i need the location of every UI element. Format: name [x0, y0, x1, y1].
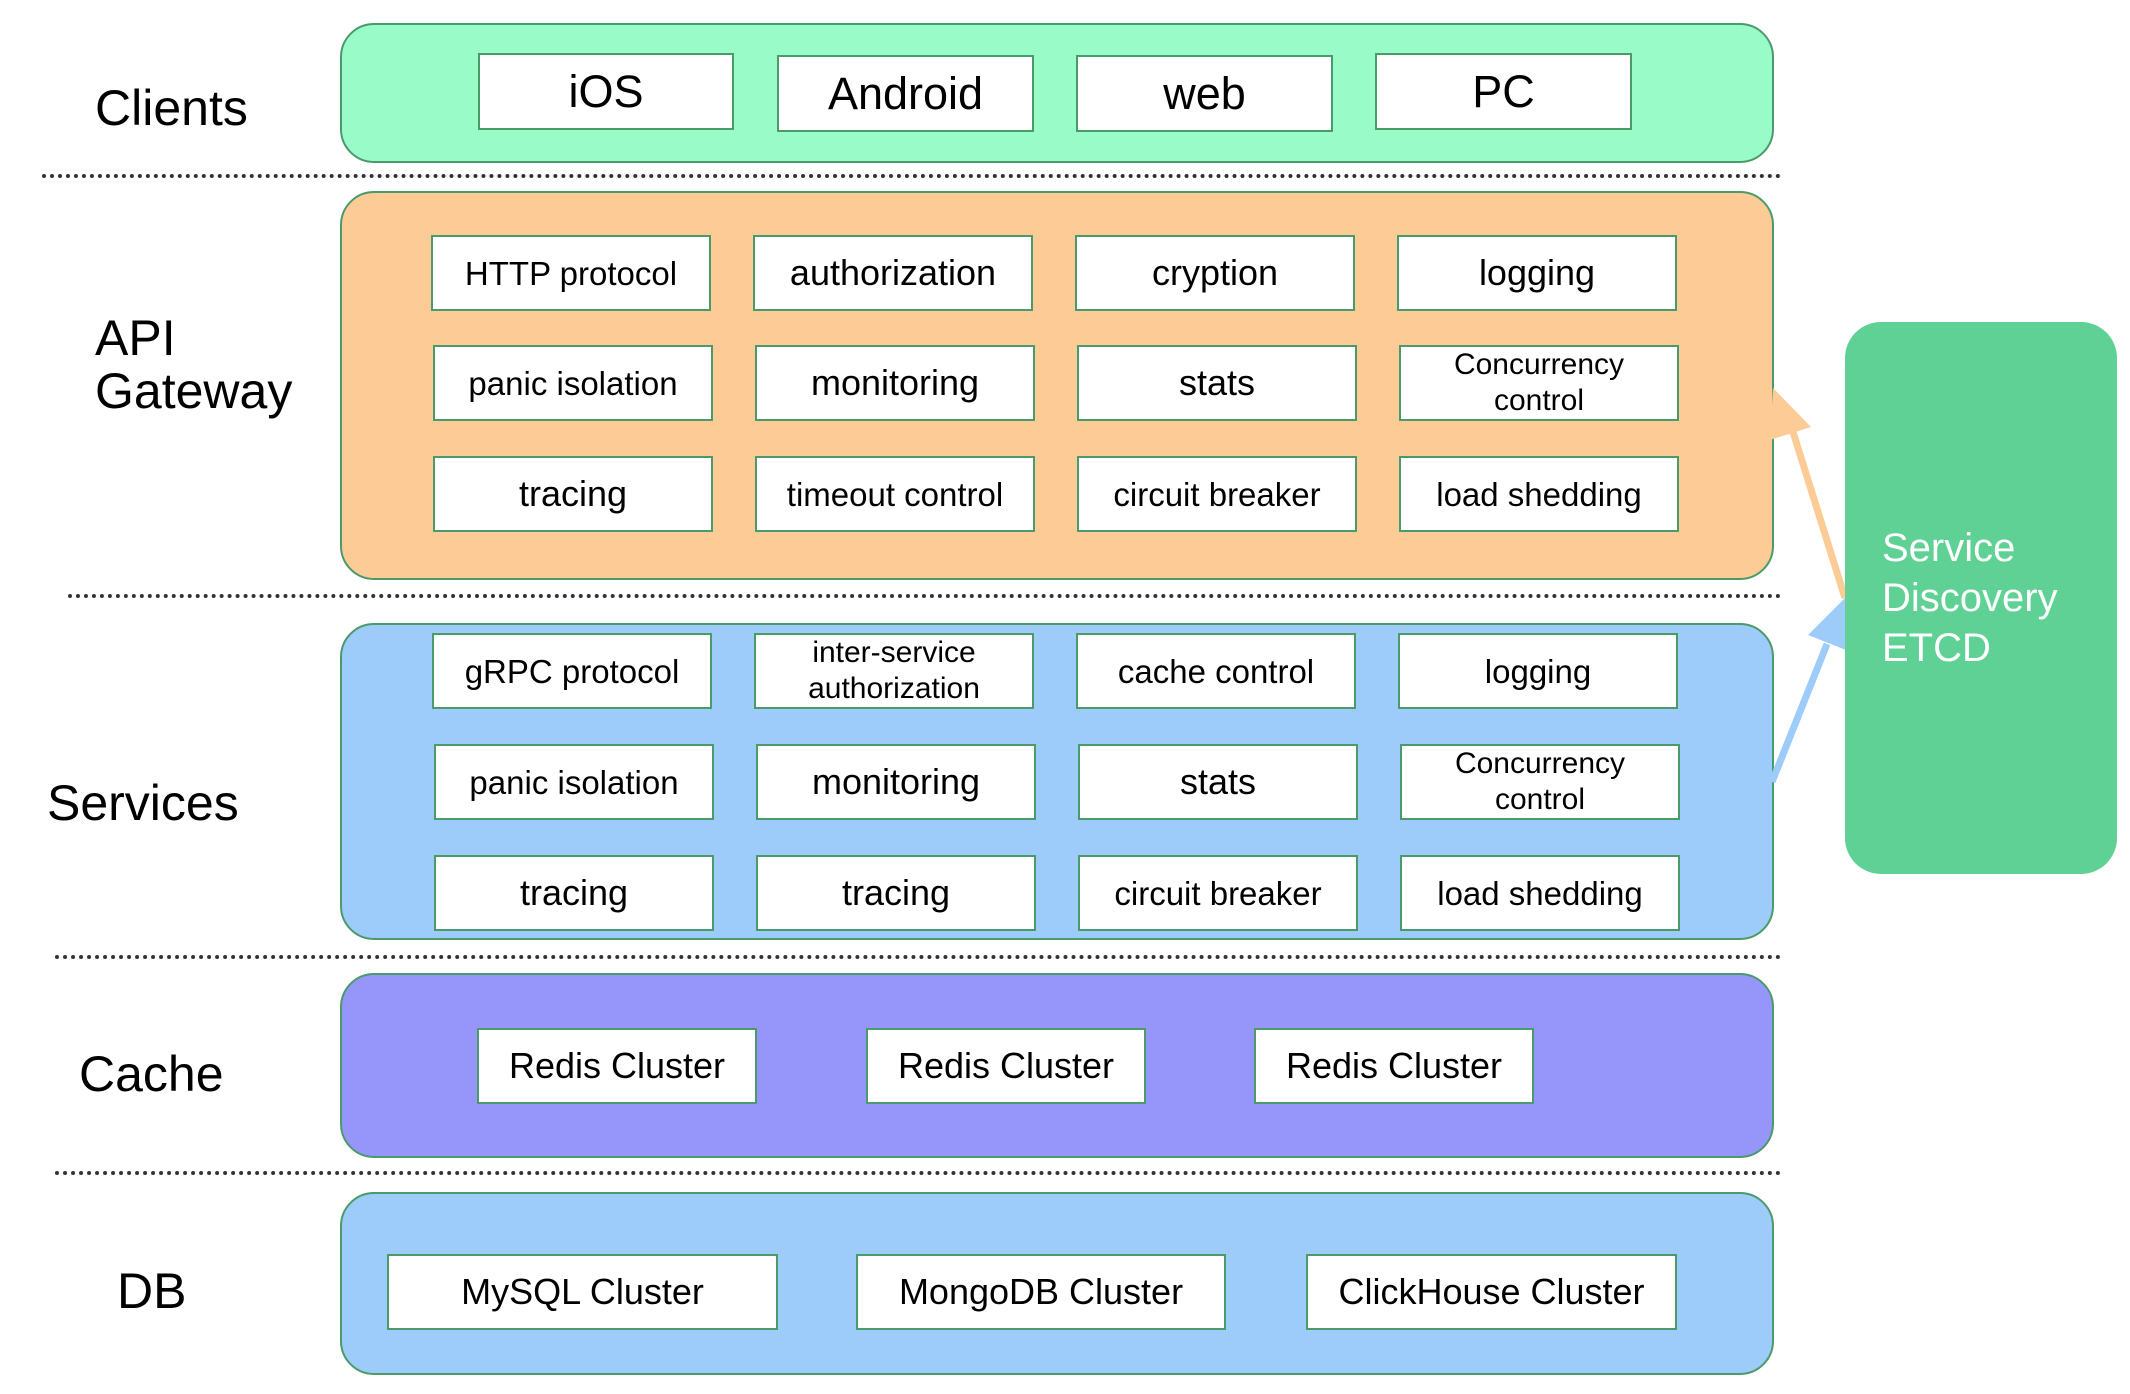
gateway-arrow-line: [1789, 430, 1849, 600]
services-box-tracing: tracing: [434, 855, 714, 931]
services-box-monitoring: monitoring: [756, 744, 1036, 820]
divider-cache-db: [55, 1171, 1782, 1175]
services-box-concurrency-control: Concurrency control: [1400, 744, 1680, 820]
db-label: DB: [117, 1263, 187, 1319]
service-discovery-panel: [1845, 322, 2117, 874]
gateway-box-circuit-breaker: circuit breaker: [1077, 456, 1357, 532]
gateway-box-monitoring: monitoring: [755, 345, 1035, 421]
db-box-clickhouse-cluster: ClickHouse Cluster: [1306, 1254, 1677, 1330]
db-box-mongodb-cluster: MongoDB Cluster: [856, 1254, 1226, 1330]
divider-services-cache: [55, 955, 1782, 959]
client-box-ios: iOS: [478, 53, 734, 130]
cache-label: Cache: [79, 1046, 224, 1102]
gateway-label-line2: Gateway: [95, 362, 293, 419]
gateway-box-load-shedding: load shedding: [1399, 456, 1679, 532]
service-discovery-line3: ETCD: [1882, 626, 1991, 670]
gateway-box-cryption: cryption: [1075, 235, 1355, 311]
gateway-label: API Gateway: [95, 312, 292, 417]
gateway-box-timeout-control: timeout control: [755, 456, 1035, 532]
client-box-web: web: [1076, 55, 1333, 132]
gateway-box-authorization: authorization: [753, 235, 1033, 311]
services-box-grpc-protocol: gRPC protocol: [432, 633, 712, 709]
db-box-mysql-cluster: MySQL Cluster: [387, 1254, 778, 1330]
services-arrow-line: [1768, 642, 1831, 784]
divider-clients-gateway: [42, 174, 1782, 178]
gateway-box-logging: logging: [1397, 235, 1677, 311]
gateway-box-panic-isolation: panic isolation: [433, 345, 713, 421]
services-label: Services: [47, 775, 239, 831]
services-box-inter-service-authorization: inter-service authorization: [754, 633, 1034, 709]
clients-label: Clients: [95, 80, 248, 136]
services-box-stats: stats: [1078, 744, 1358, 820]
divider-gateway-services: [68, 594, 1782, 598]
services-box-tracing-2: tracing: [756, 855, 1036, 931]
cache-box-redis-cluster-3: Redis Cluster: [1254, 1028, 1534, 1104]
client-box-pc: PC: [1375, 53, 1632, 130]
cache-box-redis-cluster-2: Redis Cluster: [866, 1028, 1146, 1104]
service-discovery-label: Service Discovery ETCD: [1882, 523, 2058, 673]
gateway-box-stats: stats: [1077, 345, 1357, 421]
gateway-arrow-head: [1770, 388, 1811, 440]
services-box-load-shedding: load shedding: [1400, 855, 1680, 931]
services-box-cache-control: cache control: [1076, 633, 1356, 709]
gateway-box-http-protocol: HTTP protocol: [431, 235, 711, 311]
gateway-box-tracing: tracing: [433, 456, 713, 532]
service-discovery-line1: Service: [1882, 526, 2016, 570]
gateway-label-line1: API: [95, 310, 176, 366]
client-box-android: Android: [777, 55, 1034, 132]
services-arrow-head: [1808, 598, 1846, 650]
service-discovery-line2: Discovery: [1882, 576, 2058, 620]
services-box-circuit-breaker: circuit breaker: [1078, 855, 1358, 931]
services-box-logging: logging: [1398, 633, 1678, 709]
gateway-box-concurrency-control: Concurrency control: [1399, 345, 1679, 421]
cache-box-redis-cluster-1: Redis Cluster: [477, 1028, 757, 1104]
services-box-panic-isolation: panic isolation: [434, 744, 714, 820]
